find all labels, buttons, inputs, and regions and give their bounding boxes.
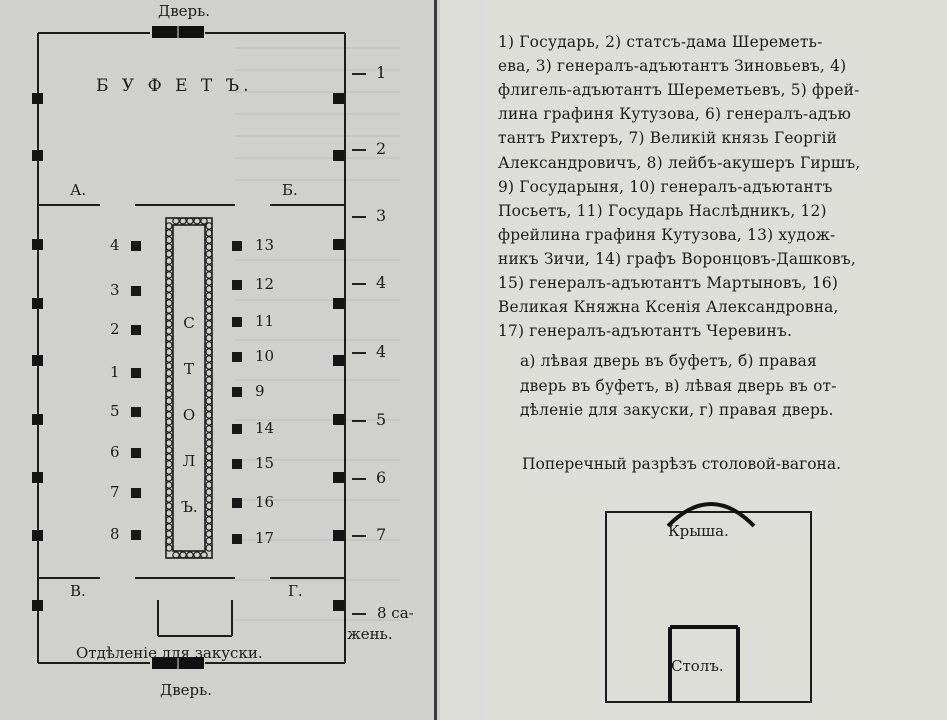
right-seat-number: 10 — [255, 347, 275, 365]
scale-tick — [352, 283, 366, 285]
right-seat-number: 14 — [255, 419, 275, 437]
right-seat-marker — [232, 352, 242, 362]
right-seat-marker — [232, 424, 242, 434]
corner-a-label: А. — [70, 181, 87, 199]
door-legend-line: а) лѣвая дверь въ буфетъ, б) правая — [520, 352, 817, 370]
scale-tick — [352, 216, 366, 218]
scale-mark-label: 6 — [376, 468, 387, 487]
scale-tick — [352, 352, 366, 354]
scale-mark-label: 4 — [376, 342, 387, 361]
scale-tick — [352, 420, 366, 422]
scale-mark-label: 5 — [376, 410, 387, 429]
seat-legend-line: тантъ Рихтеръ, 7) Великій князь Георгій — [498, 129, 838, 148]
left-seat-marker — [131, 286, 141, 296]
seat-legend-line: флигель-адъютантъ Шереметьевъ, 5) фрей- — [498, 81, 860, 100]
seat-legend-line: 17) генералъ-адъютантъ Черевинъ. — [498, 322, 793, 341]
scale-mark-label: 7 — [376, 525, 387, 544]
scale-tick — [352, 149, 366, 151]
scale-mark-label: 2 — [376, 139, 387, 158]
column-rule — [434, 0, 437, 720]
right-seat-number: 17 — [255, 529, 275, 547]
door-legend-line: дверь въ буфетъ, в) лѣвая дверь въ от- — [520, 376, 837, 395]
right-seat-number: 16 — [255, 493, 275, 511]
snack-section-label: Отдѣленіе для закуски. — [76, 644, 263, 662]
right-seat-number: 13 — [255, 236, 275, 254]
door-top-label: Дверь. — [158, 2, 211, 20]
right-seat-marker — [232, 459, 242, 469]
right-seat-marker — [232, 387, 242, 397]
left-seat-marker — [131, 368, 141, 378]
left-seat-number: 4 — [110, 236, 120, 254]
left-seat-marker — [131, 530, 141, 540]
seat-legend-line: Великая Княжна Ксенія Александровна, — [498, 298, 839, 317]
right-seat-marker — [232, 241, 242, 251]
corner-d-label: Г. — [288, 582, 303, 600]
corner-b-label: Б. — [282, 181, 298, 199]
right-seat-number: 9 — [255, 382, 265, 400]
scale-tick — [352, 73, 366, 75]
right-seat-number: 11 — [255, 312, 275, 330]
corner-c-label: В. — [70, 582, 86, 600]
door-legend-line: дѣленіе для закуски, г) правая дверь. — [520, 401, 834, 419]
left-seat-number: 7 — [110, 483, 120, 501]
left-seat-number: 1 — [110, 363, 120, 381]
right-seat-number: 12 — [255, 275, 275, 293]
scale-end-line1: 8 са- — [377, 604, 414, 622]
legend-panel: 1) Государь, 2) статсъ-дама Шереметь-ева… — [486, 0, 947, 720]
left-seat-marker — [131, 325, 141, 335]
seat-legend-line: фрейлина графиня Кутузова, 13) худож- — [498, 225, 836, 244]
scale-tick — [352, 535, 366, 537]
left-seat-marker — [131, 448, 141, 458]
scale-end-line2: жень. — [347, 625, 393, 643]
door-bottom-label: Дверь. — [160, 681, 213, 699]
seat-legend-line: ева, 3) генералъ-адъютантъ Зиновьевъ, 4) — [498, 57, 847, 76]
floor-plan-drawing — [32, 26, 400, 669]
right-seat-marker — [232, 498, 242, 508]
left-seat-number: 6 — [110, 443, 120, 461]
cross-section-drawing — [605, 502, 812, 703]
table-label: С Т О Л Ъ. — [181, 314, 198, 516]
scale-mark-label: 1 — [376, 63, 387, 82]
scale-mark-label: 4 — [376, 273, 387, 292]
right-seat-marker — [232, 534, 242, 544]
left-seat-number: 8 — [110, 525, 120, 543]
left-seat-number: 2 — [110, 320, 120, 338]
right-seat-number: 15 — [255, 454, 275, 472]
seat-legend-line: 1) Государь, 2) статсъ-дама Шереметь- — [498, 33, 823, 51]
right-seat-marker — [232, 317, 242, 327]
left-seat-number: 3 — [110, 281, 120, 299]
floor-plan: Дверь. Б У Ф Е Т Ъ. А. Б. В. Г. Отдѣлені… — [0, 0, 440, 720]
left-seat-number: 5 — [110, 402, 120, 420]
seat-legend-line: Александровичъ, 8) лейбъ-акушеръ Гиршъ, — [498, 153, 861, 172]
column-gutter — [440, 0, 486, 720]
section-table-label: Столъ. — [671, 657, 724, 675]
scale-tick — [352, 478, 366, 480]
seat-legend-line: никъ Зичи, 14) графъ Воронцовъ-Дашковъ, — [498, 249, 856, 268]
left-seat-marker — [131, 488, 141, 498]
seat-legend-line: лина графиня Кутузова, 6) генералъ-адъю — [498, 105, 852, 124]
seat-legend-line: Посьетъ, 11) Государь Наслѣдникъ, 12) — [498, 201, 827, 220]
seat-legend-line: 9) Государыня, 10) генералъ-адъютантъ — [498, 177, 833, 196]
section-caption: Поперечный разрѣзъ столовой-вагона. — [522, 455, 842, 473]
seat-legend-line: 15) генералъ-адъютантъ Мартыновъ, 16) — [498, 274, 839, 292]
left-seat-marker — [131, 241, 141, 251]
buffet-label: Б У Ф Е Т Ъ. — [96, 76, 253, 96]
left-seat-marker — [131, 407, 141, 417]
roof-label: Крыша. — [668, 522, 729, 540]
scale-mark-label: 3 — [376, 206, 387, 225]
scale-tick — [352, 613, 366, 615]
right-seat-marker — [232, 280, 242, 290]
